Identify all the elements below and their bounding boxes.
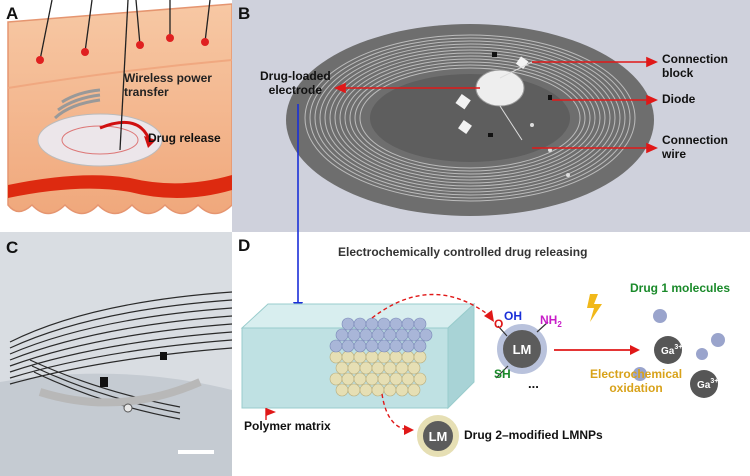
panel-a-label: A [6,4,19,23]
release-mechanism-diagram: LM LM Ga3+ Ga3+ O OH NH2 SH ... [240,232,725,457]
skin-implant-illustration [7,0,232,215]
drug2-lmnp-label: Drug 2–modified LMNPs [464,428,603,442]
diode-chip [548,95,552,100]
sh-label: SH [494,367,511,381]
bent-coil [9,291,232,420]
panel-c: C [0,232,232,476]
device-photo [286,24,658,232]
dashed-arrow-drug1 [371,293,491,319]
electrode-needles [39,0,211,151]
implant-device [37,113,163,167]
lightning-icon [587,294,602,322]
scale-bar [178,450,214,454]
oxidation-arrow [630,345,640,355]
drug-loaded-electrode-disc [475,69,525,107]
svg-text:NH2: NH2 [540,313,562,329]
ga-ion-2 [690,370,718,398]
panel-d-label: D [238,236,251,255]
ellipsis: ... [528,376,539,391]
blood-vessel [8,175,232,199]
lm-particle [497,324,547,374]
polymer-matrix-label: Polymer matrix [244,419,331,433]
flexible-device-photo [0,232,232,476]
lm-text: LM [513,342,532,357]
drug1-label: Drug 1 molecules [630,281,731,295]
nh2-label: NH [540,313,557,327]
panel-d: LM LM Ga3+ Ga3+ O OH NH2 SH ... D Electr… [232,232,750,476]
drug2-lmnp-particle [417,415,459,457]
panel-d-title: Electrochemically controlled drug releas… [338,245,588,259]
ga-text-1: Ga [661,346,675,357]
annotation-arrows [334,56,658,154]
release-arrow [99,120,152,143]
o-label: O [494,317,503,331]
diode-label: Diode [662,92,696,106]
oh-label: OH [504,309,522,323]
panel-b-label: B [238,4,251,23]
nanoparticle-cluster [329,317,433,397]
drug1-molecule-dots [633,309,725,381]
drug-release-label: Drug release [148,131,221,145]
panel-c-label: C [6,238,19,257]
svg-text:Ga3+: Ga3+ [697,378,718,391]
coil-windings [304,34,636,202]
ga-text-2: Ga [697,380,711,391]
ga-ion-1 [654,336,682,364]
lm-text-2: LM [429,429,448,444]
svg-text:Ga3+: Ga3+ [661,344,682,357]
